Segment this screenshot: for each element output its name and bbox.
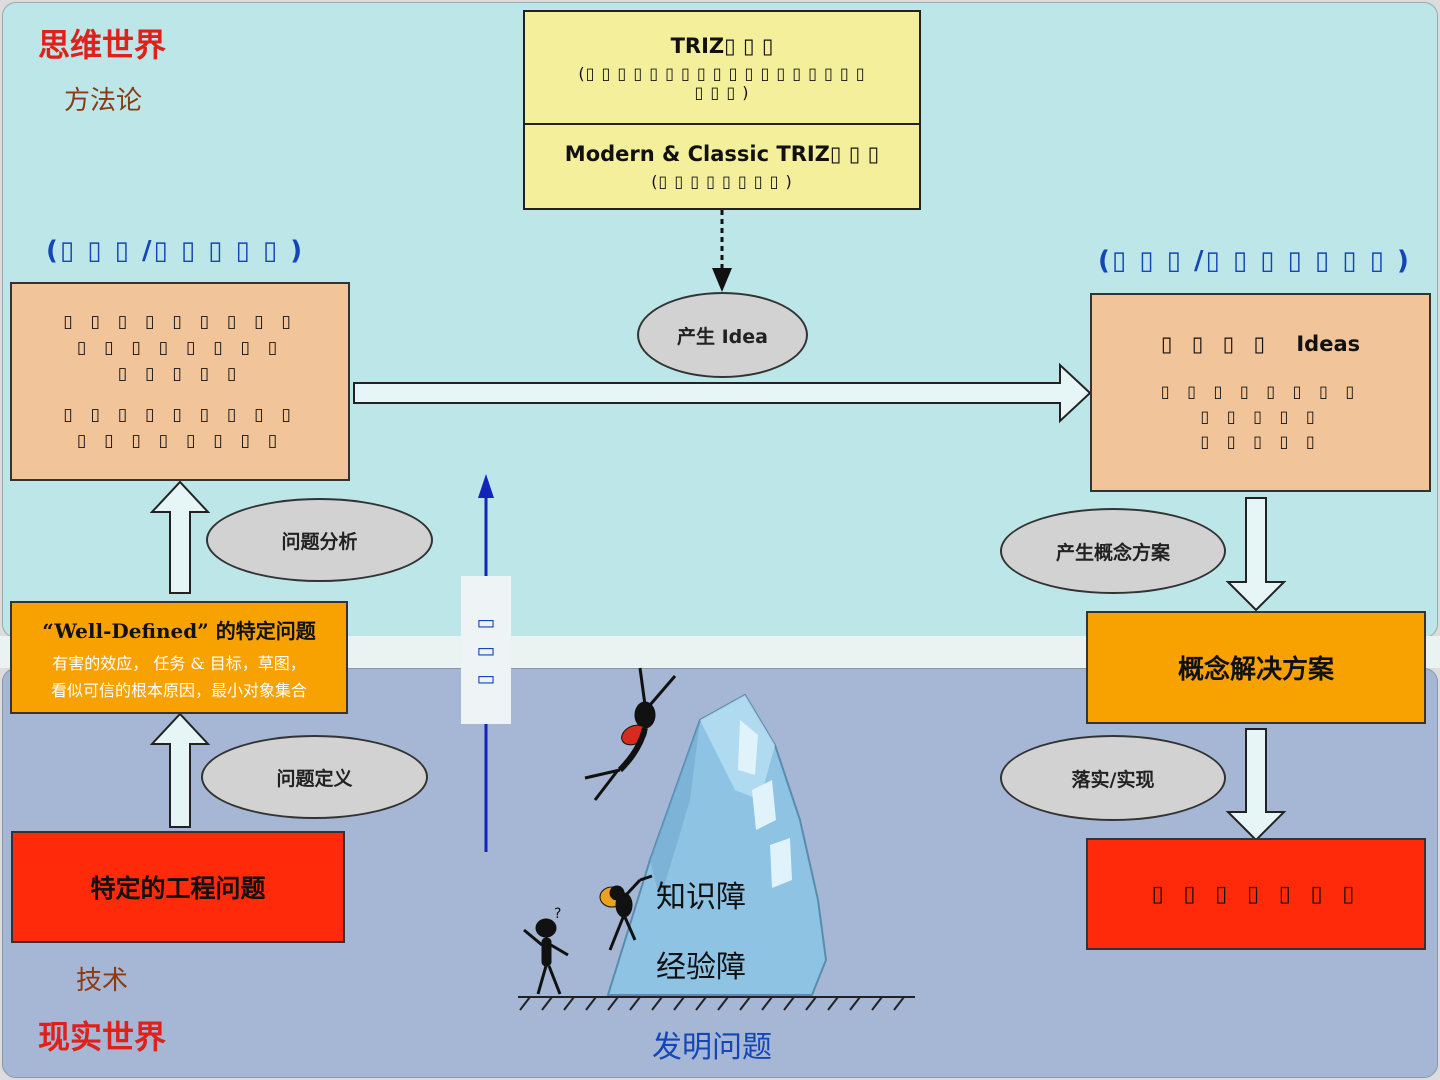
- final-solution-label: ▯ ▯ ▯ ▯ ▯ ▯ ▯: [1151, 881, 1361, 907]
- dashed-arrow: [712, 210, 732, 292]
- ellipse-problem-analysis: 问题分析: [206, 498, 433, 582]
- ideas-line1: ▯ ▯ ▯ ▯ ▯ ▯ ▯ ▯: [1160, 381, 1361, 401]
- svg-text:?: ?: [554, 906, 561, 922]
- ideas-title: ▯ ▯ ▯ ▯ Ideas: [1161, 332, 1360, 356]
- final-solution-box: ▯ ▯ ▯ ▯ ▯ ▯ ▯: [1086, 838, 1426, 950]
- up-arrow-analysis: [149, 480, 211, 594]
- falling-climber-figure: [584, 667, 677, 801]
- climbing-figure: [599, 874, 653, 951]
- ideas-line2: ▯ ▯ ▯ ▯ ▯: [1200, 406, 1321, 426]
- horizontal-arrow: [353, 362, 1092, 424]
- triz-box-top: TRIZ▯ ▯ ▯ (▯ ▯ ▯ ▯ ▯ ▯ ▯ ▯ ▯ ▯ ▯ ▯ ▯ ▯ ▯…: [523, 10, 921, 125]
- vertical-label-char-1: ▭: [476, 610, 496, 634]
- well-defined-line1: 有害的效应， 任务 & 目标，草图，: [52, 653, 306, 673]
- well-defined-title: “Well-Defined” 的特定问题: [42, 618, 316, 643]
- ellipse-generate-idea: 产生 Idea: [637, 292, 808, 378]
- ellipse-implement: 落实/实现: [1000, 735, 1226, 821]
- concept-solution-box: 概念解决方案: [1086, 611, 1426, 724]
- triz-sub-line2: ▯ ▯ ▯ ): [694, 82, 750, 102]
- ellipse-problem-definition: 问题定义: [201, 735, 428, 819]
- triz-title: TRIZ▯ ▯ ▯: [670, 33, 774, 58]
- ideas-title-word: Ideas: [1296, 331, 1361, 356]
- right-paren-label: (▯ ▯ ▯ /▯ ▯ ▯ ▯ ▯ ▯ ▯ ): [1098, 246, 1411, 276]
- problem-model-line2: ▯ ▯ ▯ ▯ ▯ ▯ ▯ ▯: [76, 338, 284, 358]
- methodology-label: 方法论: [64, 86, 143, 116]
- problem-model-line1: ▯ ▯ ▯ ▯ ▯ ▯ ▯ ▯ ▯: [63, 312, 297, 332]
- triz-sub-line1: (▯ ▯ ▯ ▯ ▯ ▯ ▯ ▯ ▯ ▯ ▯ ▯ ▯ ▯ ▯ ▯ ▯ ▯: [578, 63, 866, 83]
- up-arrow-definition: [149, 712, 211, 828]
- concept-solution-label: 概念解决方案: [1177, 655, 1334, 685]
- technology-label: 技术: [76, 966, 129, 996]
- ground-line: [518, 996, 915, 1011]
- down-arrow-implement: [1225, 728, 1287, 842]
- mountain-illustration: [606, 693, 828, 996]
- left-paren-label: (▯ ▯ ▯ /▯ ▯ ▯ ▯ ▯ ): [46, 236, 305, 266]
- modern-triz-sub: (▯ ▯ ▯ ▯ ▯ ▯ ▯ ▯ ): [651, 172, 793, 191]
- ideas-box: ▯ ▯ ▯ ▯ Ideas ▯ ▯ ▯ ▯ ▯ ▯ ▯ ▯ ▯ ▯ ▯ ▯ ▯ …: [1090, 293, 1431, 492]
- vertical-arrow-label: ▭ ▭ ▭: [461, 576, 511, 724]
- well-defined-problem-box: “Well-Defined” 的特定问题 有害的效应， 任务 & 目标，草图， …: [10, 601, 348, 714]
- well-defined-line2: 看似可信的根本原因，最小对象集合: [50, 680, 307, 700]
- thinking-world-title: 思维世界: [38, 26, 167, 64]
- specific-problem-label: 特定的工程问题: [90, 874, 266, 903]
- puzzled-figure: ?: [523, 906, 569, 995]
- ideas-title-glyphs: ▯ ▯ ▯ ▯: [1160, 331, 1272, 356]
- invention-problem-label: 发明问题: [652, 1030, 772, 1065]
- reality-world-title: 现实世界: [38, 1018, 167, 1056]
- modern-triz-title: Modern & Classic TRIZ▯ ▯ ▯: [564, 142, 880, 166]
- experience-barrier-label: 经验障: [656, 950, 746, 985]
- specific-problem-box: 特定的工程问题: [11, 831, 345, 943]
- problem-model-line4: ▯ ▯ ▯ ▯ ▯ ▯ ▯ ▯ ▯: [63, 405, 297, 425]
- vertical-label-char-3: ▭: [476, 666, 496, 690]
- problem-model-line5: ▯ ▯ ▯ ▯ ▯ ▯ ▯ ▯: [76, 431, 284, 451]
- problem-model-line3: ▯ ▯ ▯ ▯ ▯: [117, 364, 243, 384]
- triz-box-bottom: Modern & Classic TRIZ▯ ▯ ▯ (▯ ▯ ▯ ▯ ▯ ▯ …: [523, 123, 921, 210]
- knowledge-barrier-label: 知识障: [656, 880, 746, 915]
- vertical-label-char-2: ▭: [476, 638, 496, 662]
- down-arrow-concept: [1225, 497, 1287, 612]
- ellipse-generate-concept: 产生概念方案: [1000, 508, 1226, 594]
- problem-model-box: ▯ ▯ ▯ ▯ ▯ ▯ ▯ ▯ ▯ ▯ ▯ ▯ ▯ ▯ ▯ ▯ ▯ ▯ ▯ ▯ …: [10, 282, 350, 481]
- ideas-line3: ▯ ▯ ▯ ▯ ▯: [1200, 431, 1321, 451]
